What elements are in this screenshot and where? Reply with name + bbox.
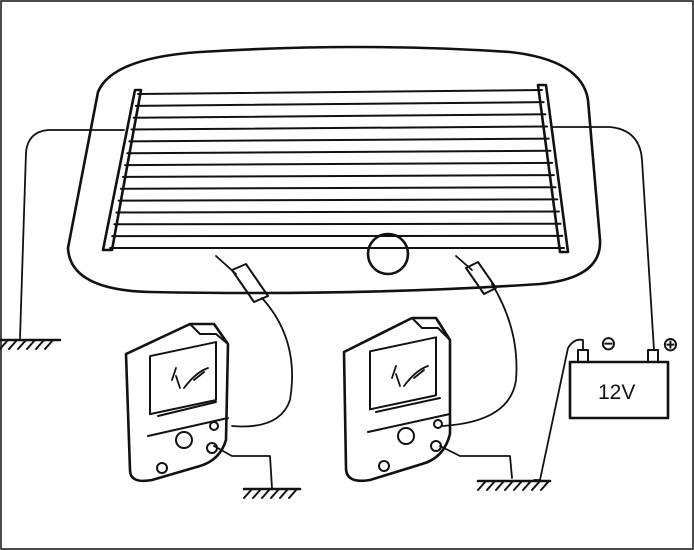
ground-hatch bbox=[477, 480, 487, 491]
right-probe bbox=[465, 261, 497, 295]
battery-positive-symbol: ⊕ bbox=[662, 332, 679, 356]
heater-grid-line bbox=[113, 222, 562, 226]
battery-negative-symbol: ⊖ bbox=[600, 331, 617, 355]
ground-hatch bbox=[8, 339, 18, 350]
heater-grid-line bbox=[119, 186, 557, 190]
rear-window bbox=[66, 45, 602, 295]
ground-hatch bbox=[486, 480, 496, 491]
ground-hatch bbox=[35, 339, 45, 350]
ground-hatch bbox=[0, 339, 9, 350]
ground-icon bbox=[476, 479, 552, 491]
ground-hatch bbox=[17, 339, 27, 350]
ground-hatch bbox=[261, 488, 271, 499]
ground-hatch bbox=[26, 339, 36, 350]
left-probe bbox=[231, 263, 269, 303]
measurement-point-circle bbox=[366, 232, 410, 276]
heater-grid-line bbox=[121, 174, 555, 178]
ground-hatch bbox=[44, 339, 54, 350]
voltmeter-icon bbox=[124, 322, 230, 483]
heater-grid-line bbox=[124, 161, 554, 167]
heater-grid-line bbox=[126, 149, 552, 155]
ground-hatch bbox=[504, 480, 514, 491]
heater-grid-line bbox=[132, 113, 547, 119]
heater-grid-line bbox=[117, 198, 559, 202]
ground-icon bbox=[242, 487, 302, 499]
ground-hatch bbox=[279, 488, 289, 499]
ground-hatch bbox=[495, 480, 505, 491]
ground-hatch bbox=[252, 488, 262, 499]
heater-grid-line bbox=[130, 125, 549, 131]
left-busbar bbox=[101, 88, 143, 252]
voltmeter-icon bbox=[342, 316, 452, 483]
battery-icon bbox=[568, 349, 670, 420]
heater-grid-line bbox=[134, 101, 545, 107]
heater-grid-line bbox=[128, 137, 550, 143]
heater-grid-line bbox=[115, 210, 560, 214]
ground-icon bbox=[0, 338, 62, 350]
ground-hatch bbox=[243, 488, 253, 499]
ground-hatch bbox=[531, 480, 541, 491]
defogger-grid bbox=[109, 89, 565, 249]
heater-grid-line bbox=[137, 89, 543, 95]
battery-voltage-label: 12V bbox=[598, 381, 635, 404]
ground-hatch bbox=[288, 488, 298, 499]
ground-hatch bbox=[522, 480, 532, 491]
ground-hatch bbox=[513, 480, 523, 491]
ground-hatch bbox=[270, 488, 280, 499]
right-busbar bbox=[536, 83, 570, 254]
ground-hatch bbox=[540, 480, 550, 491]
